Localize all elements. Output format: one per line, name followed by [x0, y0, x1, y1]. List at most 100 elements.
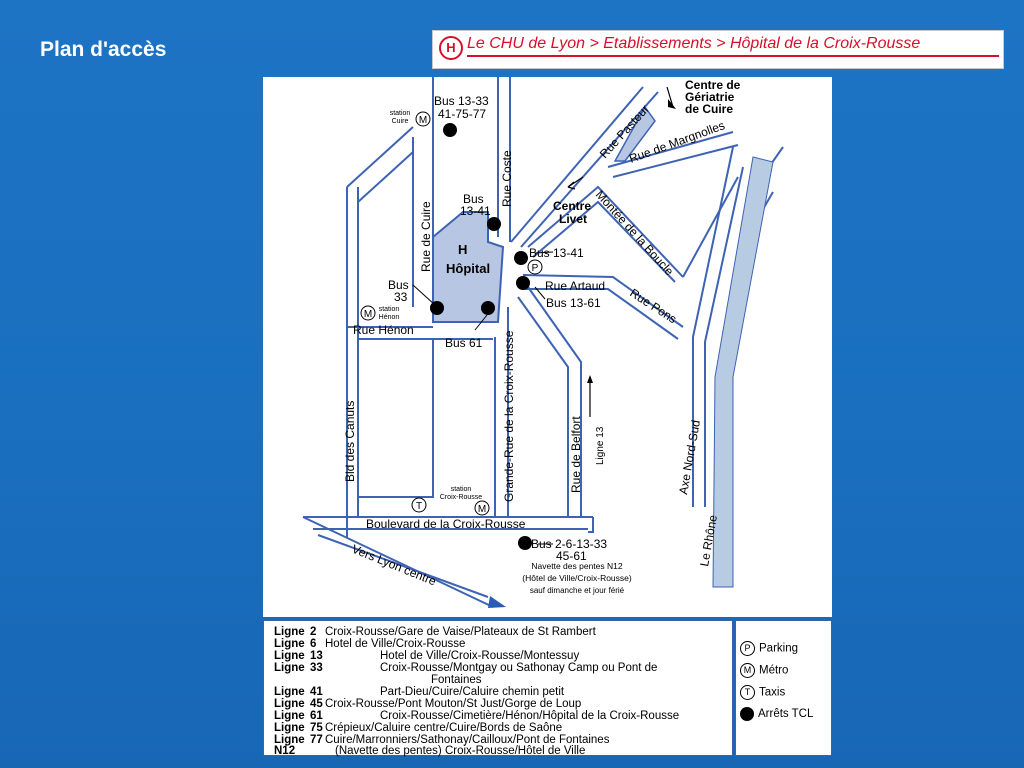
street-label: Rue Artaud — [545, 279, 605, 293]
road-line — [527, 185, 684, 278]
geriatrie-building — [613, 105, 656, 162]
legend-metro-label: Métro — [759, 664, 789, 677]
arrow-lyon-icon — [488, 596, 506, 608]
legend-desc: Cuire/Marronniers/Sathonay/Cailloux/Pont… — [325, 734, 610, 746]
rhone-river — [712, 156, 774, 588]
legend-num: 75 — [310, 722, 323, 734]
street-label: Rue Coste — [500, 150, 514, 207]
breadcrumb[interactable]: H Le CHU de Lyon > Etablissements > Hôpi… — [432, 30, 1004, 69]
legend-desc: Croix-Rousse/Pont Mouton/St Just/Gorge d… — [325, 698, 582, 710]
legend-key: Ligne — [274, 662, 305, 674]
legend-num: 41 — [310, 686, 323, 698]
legend-num: 45 — [310, 698, 323, 710]
parking-icon — [527, 259, 543, 275]
legend-num: 2 — [310, 626, 317, 638]
street-label: Grande-Rue de la Croix-Rousse — [502, 330, 516, 502]
hospital-building — [432, 211, 505, 323]
legend-desc: Hotel de Ville/Croix-Rousse — [325, 638, 466, 650]
bus-stop-dot — [481, 301, 495, 315]
bus-label: Bus 13-33 — [434, 94, 489, 108]
legend-key: Ligne — [274, 638, 305, 650]
station-label: station — [390, 110, 411, 117]
bus-stop-dot — [430, 301, 444, 315]
access-map: M M M T P Bus 13-33 41-75-77 Bus 13-41 B… — [263, 77, 832, 617]
road-line — [612, 144, 739, 178]
street-label: Vers Lyon centre — [350, 542, 439, 589]
arrow-icon — [567, 181, 576, 190]
legend-num: 33 — [310, 662, 323, 674]
road-line — [588, 517, 594, 533]
legend-num: 61 — [310, 710, 323, 722]
station-label: Croix-Rousse — [440, 494, 483, 501]
navette-label: sauf dimanche et jour férié — [530, 586, 625, 595]
road-line — [346, 126, 414, 188]
hospital-label: Hôpital — [446, 261, 490, 276]
map-svg: M M M T P Bus 13-33 41-75-77 Bus 13-41 B… — [302, 77, 784, 608]
station-label: station — [379, 306, 400, 313]
place-label: de Cuire — [685, 102, 733, 116]
place-label: Livet — [559, 212, 587, 226]
place-label: Centre — [553, 199, 591, 213]
legend-arrets: Arrêts TCL — [740, 707, 813, 721]
place-label: Gériatrie — [685, 90, 735, 104]
bus-label: Bus — [463, 192, 484, 206]
metro-icon — [474, 500, 490, 516]
legend-key: Ligne — [274, 734, 305, 746]
legend-arrets-label: Arrêts TCL — [758, 708, 814, 721]
hospital-h-label: H — [458, 242, 467, 257]
legend-num: 77 — [310, 734, 323, 746]
road-line — [704, 166, 744, 507]
bus-label: Bus — [388, 278, 409, 292]
legend-key: Ligne — [274, 650, 305, 662]
taxi-icon: T — [740, 685, 755, 700]
road-line — [527, 286, 582, 517]
legend-key: Ligne — [274, 722, 305, 734]
bus-label: 41-75-77 — [438, 107, 486, 121]
place-label: Centre de — [685, 78, 741, 92]
street-label: Bld des Canuts — [343, 401, 357, 482]
legend-parking-label: Parking — [759, 642, 798, 655]
bus-label: Bus 2-6-13-33 — [531, 537, 607, 551]
road-line — [532, 200, 676, 283]
bus-stop-dot — [443, 123, 457, 137]
taxi-symbol: T — [416, 501, 422, 512]
street-label: Rue de Belfort — [569, 416, 583, 493]
bus-stop-dot — [487, 217, 501, 231]
road-line — [525, 288, 679, 340]
street-label: Axe Nord-Sud — [676, 419, 703, 496]
legend-desc: (Navette des pentes) Croix-Rousse/Hôtel … — [335, 745, 586, 757]
road-line — [682, 176, 739, 278]
page-title: Plan d'accès — [40, 38, 167, 61]
legend-key: Ligne — [274, 686, 305, 698]
metro-symbol: M — [478, 504, 486, 515]
road-line — [317, 534, 489, 598]
legend-row: Ligne 6 Hotel de Ville/Croix-Rousse — [274, 638, 465, 650]
legend-row: N12(Navette des pentes) Croix-Rousse/Hôt… — [274, 745, 585, 757]
metro-symbol: M — [419, 115, 427, 126]
breadcrumb-text[interactable]: Le CHU de Lyon > Etablissements > Hôpita… — [467, 35, 921, 52]
navette-label: Navette des pentes N12 — [531, 561, 622, 571]
metro-icon — [415, 111, 431, 127]
station-label: Hénon — [379, 314, 400, 321]
legend-desc: Crépieux/Caluire centre/Cuire/Bords de S… — [325, 722, 563, 734]
legend-num: 6 — [310, 638, 317, 650]
road-line — [510, 86, 644, 243]
road-line — [607, 131, 734, 168]
legend-taxi-label: Taxis — [759, 686, 786, 699]
road-line — [302, 516, 494, 608]
bus-label: Bus 13-41 — [529, 246, 584, 260]
metro-symbol: M — [364, 309, 372, 320]
bus-stop-dot-icon — [740, 707, 754, 721]
road-line — [357, 151, 414, 203]
bus-label: 33 — [394, 290, 408, 304]
street-label: Rue de Cuire — [419, 201, 433, 272]
station-label: station — [451, 486, 472, 493]
hospital-logo-icon: H — [439, 36, 463, 60]
